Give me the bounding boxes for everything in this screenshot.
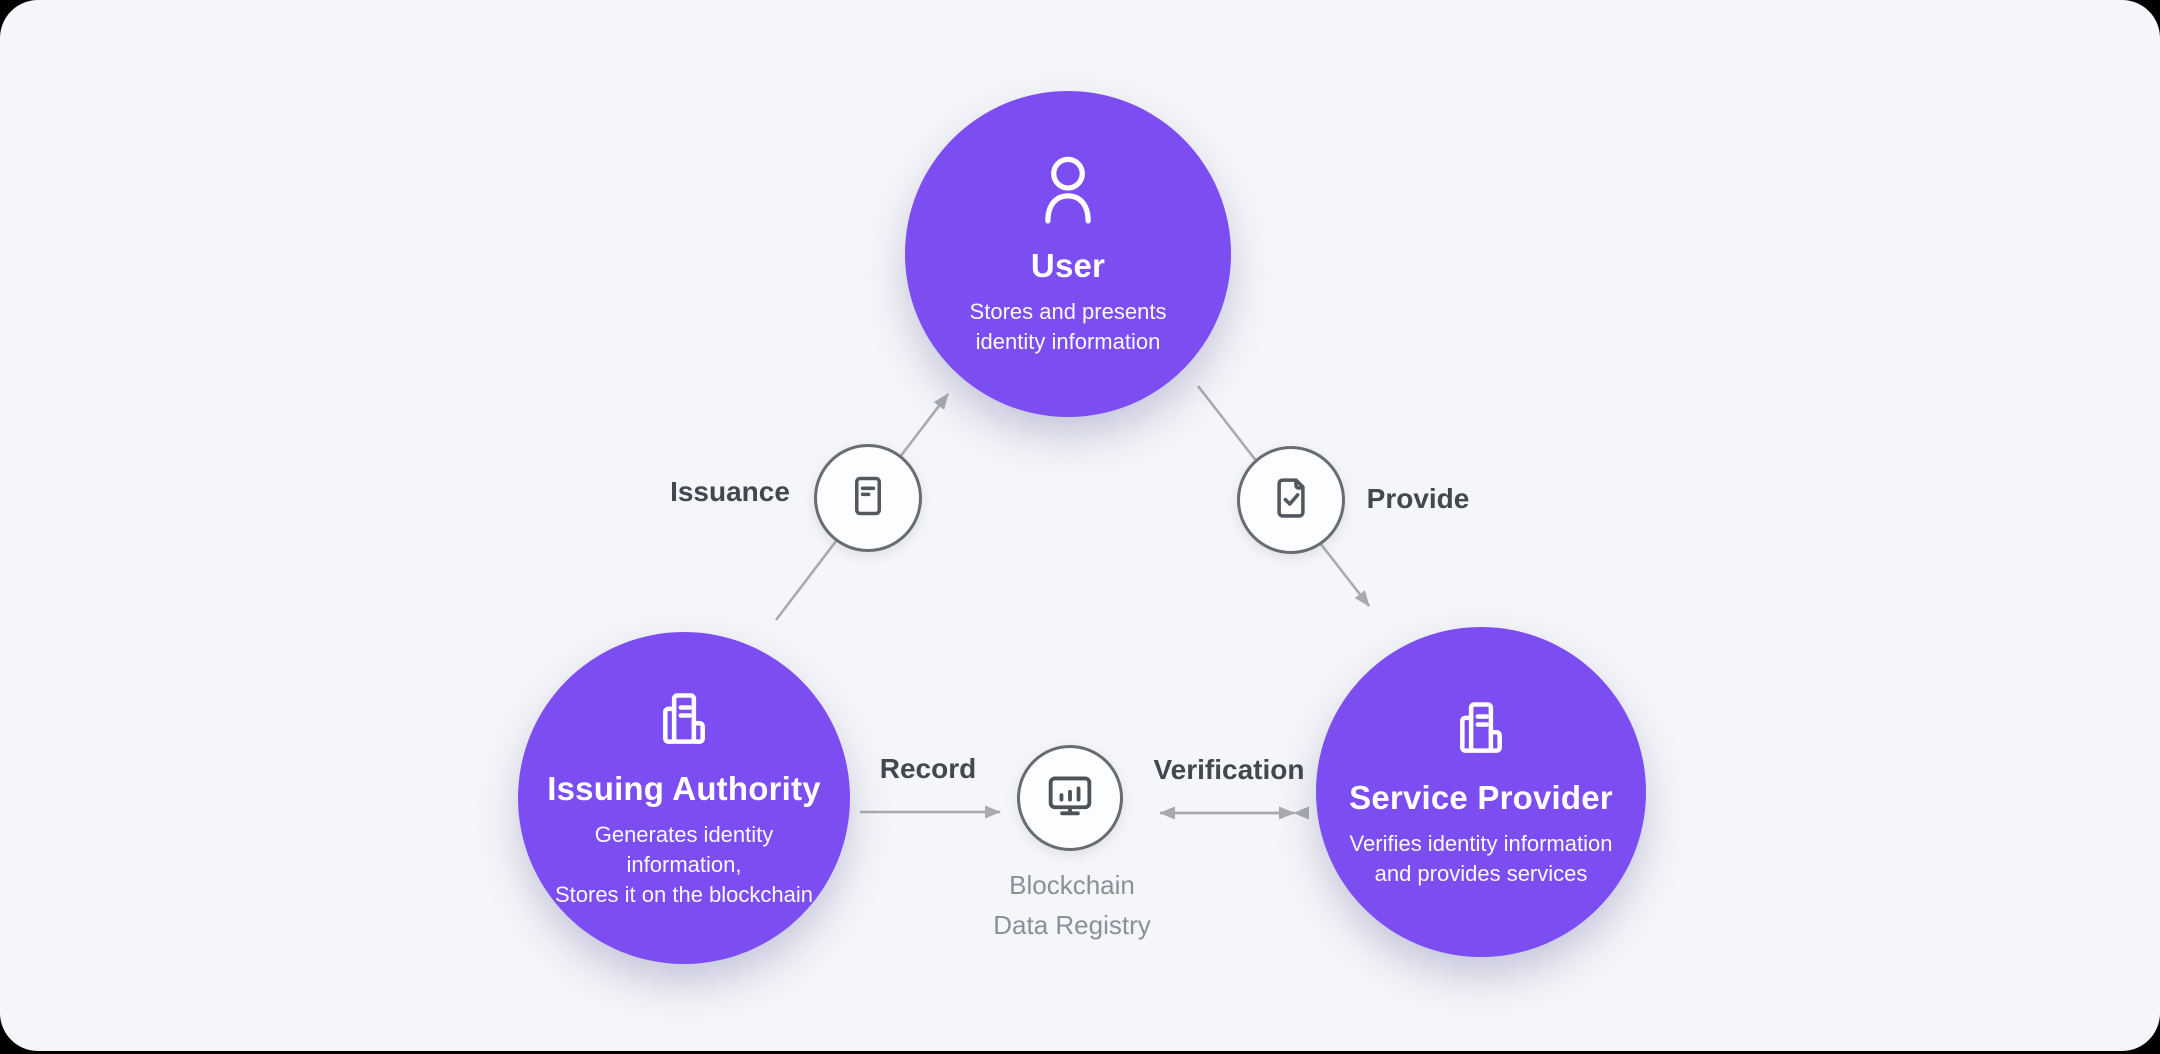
node-user-title: User	[1030, 246, 1106, 284]
monitor-chart-icon	[1043, 769, 1097, 828]
issuance-chip	[814, 444, 922, 552]
blockchain-registry-chip	[1017, 745, 1123, 851]
documents-building-icon	[1449, 696, 1513, 765]
blockchain-registry-label: Blockchain Data Registry	[993, 870, 1151, 940]
documents-building-icon	[652, 687, 716, 756]
verification-label: Verification	[1153, 754, 1305, 785]
node-issuing-subtitle: Generates identity information, Stores i…	[554, 821, 814, 907]
document-lines-icon	[843, 471, 893, 526]
node-service-title: Service Provider	[1349, 778, 1613, 816]
node-service-subtitle: Verifies identity information and provid…	[1349, 830, 1613, 886]
node-user-subtitle: Stores and presents identity information	[969, 298, 1167, 354]
document-check-icon	[1266, 473, 1316, 528]
node-issuing-title: Issuing Authority	[547, 769, 821, 807]
node-service-provider: Service Provider Verifies identity infor…	[1316, 627, 1646, 957]
provide-label: Provide	[1366, 483, 1470, 514]
node-user: User Stores and presents identity inform…	[905, 91, 1231, 417]
provide-chip	[1237, 446, 1345, 554]
record-label: Record	[879, 753, 977, 784]
person-icon	[1033, 152, 1103, 233]
node-issuing-authority: Issuing Authority Generates identity inf…	[518, 632, 850, 964]
issuance-label: Issuance	[670, 476, 790, 507]
